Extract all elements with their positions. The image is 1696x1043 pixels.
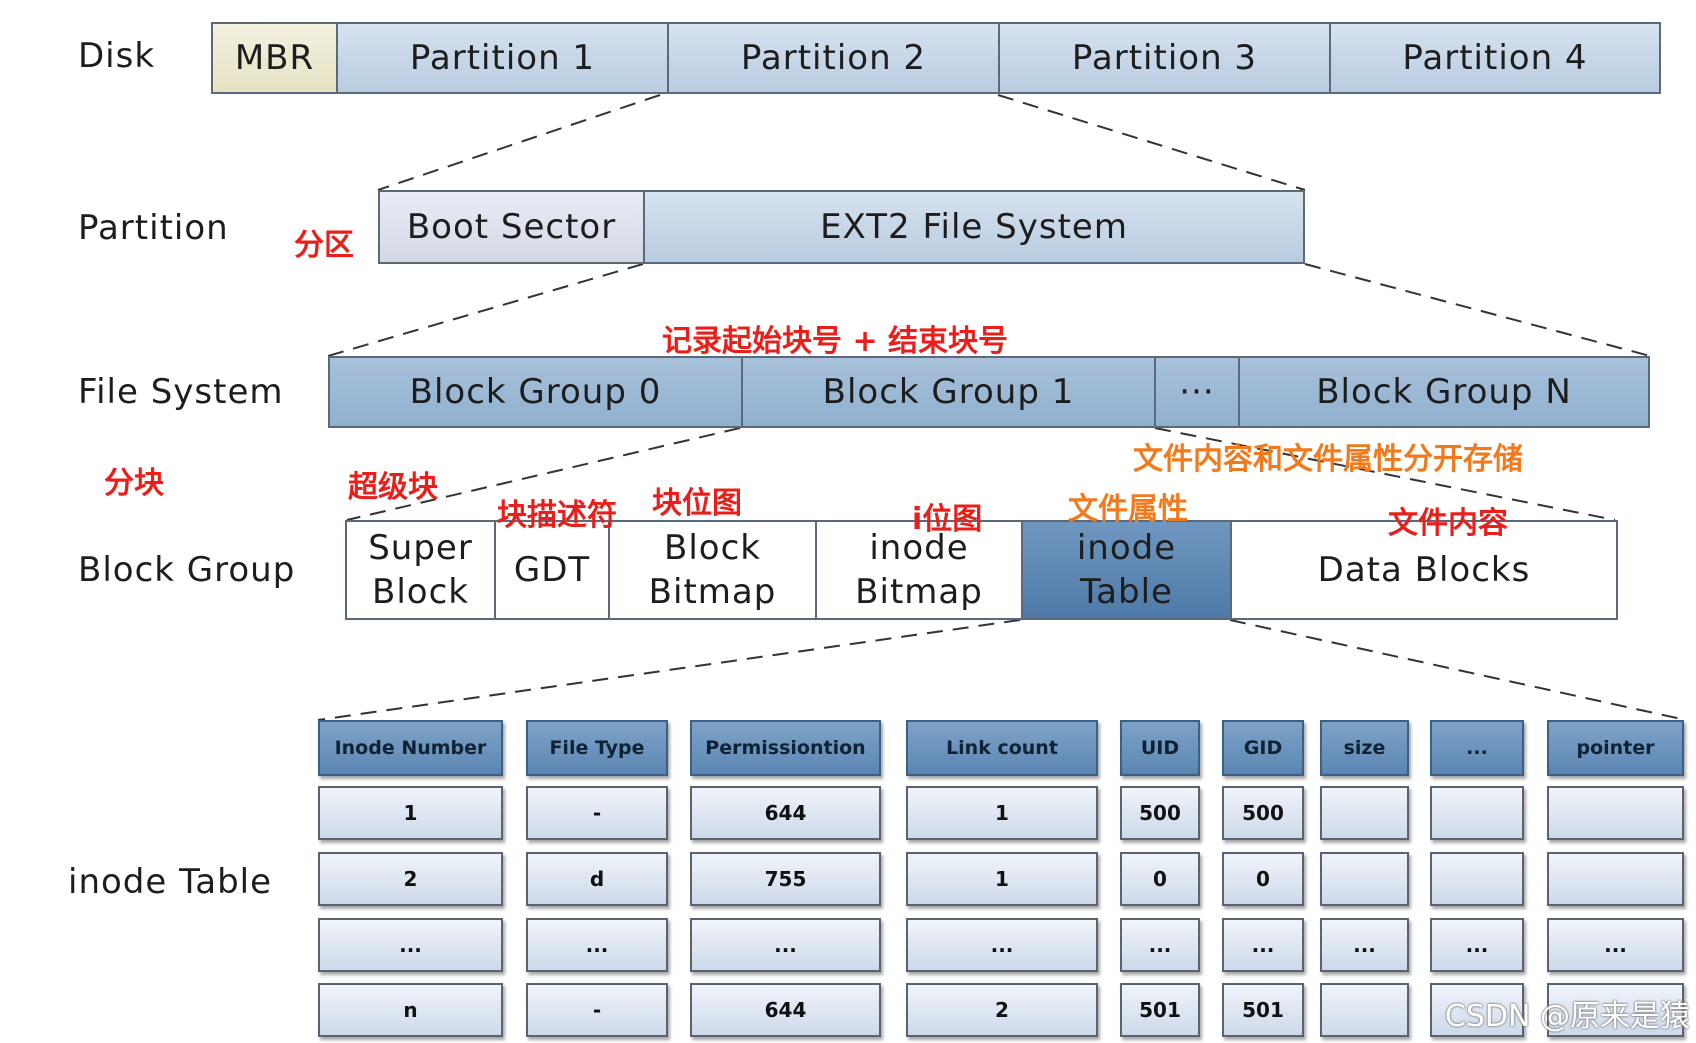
disk-partition-1: Partition 1 — [336, 22, 669, 94]
inode-header-link-count: Link count — [906, 720, 1098, 776]
inode-header-uid: UID — [1120, 720, 1200, 776]
inode-cell: n — [318, 983, 503, 1037]
disk-partition-4: Partition 4 — [1329, 22, 1661, 94]
inode-header-permission: Permissiontion — [690, 720, 881, 776]
bg-inode-table-line2: Table — [1080, 572, 1173, 612]
inode-cell: ... — [1222, 918, 1304, 972]
annotation-record-blocks: 记录起始块号 + 结束块号 — [662, 324, 1009, 359]
inode-cell: ... — [1320, 918, 1409, 972]
annotation-split-blocks: 分块 — [104, 466, 164, 501]
inode-cell: 1 — [318, 786, 503, 840]
inode-cell: 1 — [906, 786, 1098, 840]
bg-inode-table: inode Table — [1021, 520, 1232, 620]
bg-inode-bitmap-line1: inode — [869, 528, 969, 568]
inode-cell: 501 — [1222, 983, 1304, 1037]
bg-super-block: Super Block — [345, 520, 496, 620]
bg-super-block-line1: Super — [368, 528, 473, 568]
inode-cell: - — [526, 786, 668, 840]
inode-cell: ... — [906, 918, 1098, 972]
annotation-partition: 分区 — [294, 228, 354, 263]
row-label-file-system: File System — [78, 372, 284, 412]
inode-cell — [1430, 852, 1524, 906]
inode-cell: 500 — [1120, 786, 1200, 840]
inode-cell: 501 — [1120, 983, 1200, 1037]
inode-cell: ... — [690, 918, 881, 972]
inode-header-size: size — [1320, 720, 1409, 776]
bg-inode-bitmap-line2: Bitmap — [855, 572, 983, 612]
inode-cell — [1320, 983, 1409, 1037]
inode-cell — [1320, 786, 1409, 840]
annotation-inode-bitmap: i位图 — [912, 502, 983, 537]
row-label-inode-table: inode Table — [68, 862, 273, 902]
inode-cell: ... — [1430, 918, 1524, 972]
bg-data-blocks: Data Blocks — [1230, 520, 1618, 620]
disk-partition-2: Partition 2 — [667, 22, 1000, 94]
bg-inode-table-line1: inode — [1076, 528, 1177, 568]
annotation-separate-storage: 文件内容和文件属性分开存储 — [1133, 442, 1523, 477]
inode-cell: 2 — [906, 983, 1098, 1037]
bg-block-bitmap-line1: Block — [664, 528, 761, 568]
inode-cell: ... — [1120, 918, 1200, 972]
inode-cell — [1320, 852, 1409, 906]
inode-cell: 1 — [906, 852, 1098, 906]
inode-cell: 500 — [1222, 786, 1304, 840]
annotation-super-block: 超级块 — [348, 470, 438, 505]
inode-cell: d — [526, 852, 668, 906]
inode-header-gid: GID — [1222, 720, 1304, 776]
row-label-block-group: Block Group — [78, 550, 296, 590]
connector-fs-left — [327, 263, 644, 357]
bg-gdt: GDT — [494, 520, 610, 620]
inode-cell: ... — [526, 918, 668, 972]
connector-bg-right — [1154, 427, 1616, 521]
annotation-file-attributes: 文件属性 — [1068, 492, 1188, 527]
fs-block-group-0: Block Group 0 — [328, 356, 743, 428]
inode-header-inode-number: Inode Number — [318, 720, 503, 776]
inode-header-pointer: pointer — [1547, 720, 1684, 776]
inode-header-ellipsis: ... — [1430, 720, 1524, 776]
partition-ext2-file-system: EXT2 File System — [643, 190, 1305, 264]
fs-block-group-1: Block Group 1 — [741, 356, 1156, 428]
annotation-gdt: 块描述符 — [497, 498, 617, 533]
inode-cell: 0 — [1120, 852, 1200, 906]
row-label-disk: Disk — [78, 36, 156, 76]
annotation-file-content: 文件内容 — [1388, 506, 1508, 541]
bg-inode-bitmap: inode Bitmap — [815, 520, 1023, 620]
row-label-partition: Partition — [78, 208, 229, 248]
inode-cell — [1547, 983, 1684, 1037]
annotation-block-bitmap: 块位图 — [652, 486, 742, 521]
inode-cell: ... — [318, 918, 503, 972]
inode-header-file-type: File Type — [526, 720, 668, 776]
inode-cell: ... — [1547, 918, 1684, 972]
inode-cell: 644 — [690, 786, 881, 840]
inode-cell — [1547, 786, 1684, 840]
connector-bg-left — [346, 427, 741, 521]
bg-block-bitmap-line2: Bitmap — [648, 572, 777, 612]
inode-cell — [1430, 983, 1524, 1037]
fs-block-group-ellipsis: ··· — [1154, 356, 1240, 428]
disk-partition-3: Partition 3 — [998, 22, 1331, 94]
inode-cell — [1547, 852, 1684, 906]
inode-cell: - — [526, 983, 668, 1037]
connector-partition-right — [997, 94, 1306, 191]
watermark: CSDN @原来是猿 — [1444, 999, 1690, 1034]
connector-it-right — [1229, 619, 1687, 721]
connector-fs-right — [1304, 263, 1651, 357]
inode-cell: 755 — [690, 852, 881, 906]
inode-cell: 2 — [318, 852, 503, 906]
inode-cell: 0 — [1222, 852, 1304, 906]
disk-mbr: MBR — [211, 22, 338, 94]
connector-partition-left — [377, 94, 661, 191]
bg-super-block-line2: Block — [372, 572, 469, 612]
connector-it-left — [317, 619, 1021, 721]
partition-boot-sector: Boot Sector — [378, 190, 645, 264]
bg-block-bitmap: Block Bitmap — [608, 520, 817, 620]
inode-cell — [1430, 786, 1524, 840]
inode-cell: 644 — [690, 983, 881, 1037]
fs-block-group-n: Block Group N — [1238, 356, 1650, 428]
